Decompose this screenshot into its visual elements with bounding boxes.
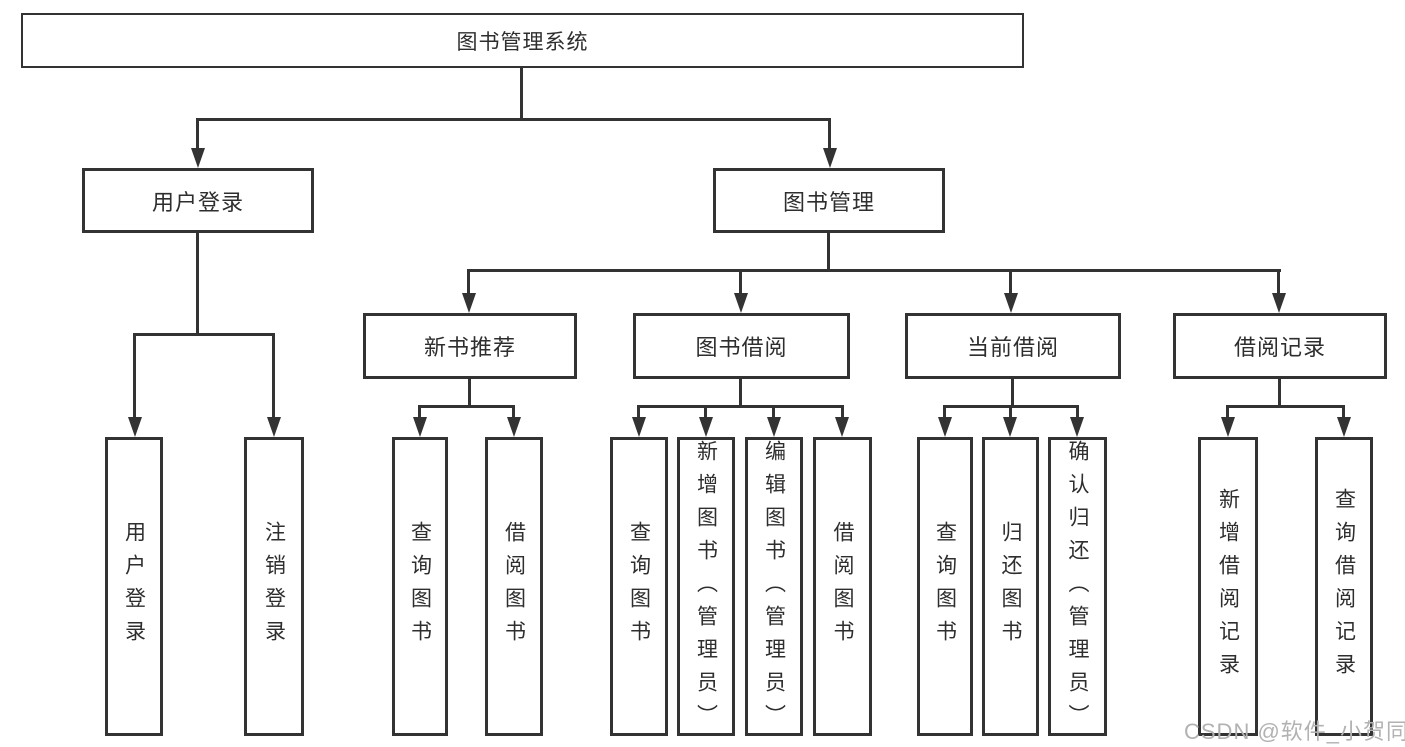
leaf-borrow-edit-books-admin-label: 编辑图书（管理员）	[762, 440, 786, 737]
arrowhead-icon	[835, 417, 849, 437]
leaf-newbook-query-books: 查询图书	[392, 437, 448, 736]
leaf-user-login: 用户登录	[105, 437, 163, 736]
leaf-borrow-borrow-books: 借阅图书	[813, 437, 872, 736]
arrowhead-icon	[1070, 417, 1084, 437]
connector-line	[772, 405, 775, 419]
leaf-borrow-query-books: 查询图书	[610, 437, 668, 736]
node-book-management-label: 图书管理	[782, 189, 875, 215]
connector-line	[418, 405, 421, 419]
leaf-current-return-books: 归还图书	[982, 437, 1039, 736]
leaf-borrow-edit-books-admin: 编辑图书（管理员）	[745, 437, 803, 737]
connector-line	[418, 405, 515, 408]
arrowhead-icon	[1221, 417, 1235, 437]
leaf-newbook-borrow-books: 借阅图书	[485, 437, 543, 736]
connector-line	[520, 68, 523, 118]
leaf-current-confirm-return-admin-label: 确认归还（管理员）	[1066, 440, 1089, 737]
arrowhead-icon	[823, 148, 837, 168]
connector-line	[637, 405, 640, 419]
arrowhead-icon	[1004, 293, 1018, 313]
leaf-borrow-query-books-label: 查询图书	[627, 520, 651, 653]
connector-line	[637, 405, 844, 408]
node-book-borrow-label: 图书借阅	[695, 335, 788, 360]
leaf-records-add-record-label: 新增借阅记录	[1216, 487, 1240, 686]
leaf-newbook-borrow-books-label: 借阅图书	[502, 520, 526, 653]
arrowhead-icon	[267, 417, 281, 437]
connector-line	[1278, 379, 1281, 408]
arrowhead-icon	[632, 417, 646, 437]
leaf-records-query-record-label: 查询借阅记录	[1332, 487, 1356, 686]
connector-line	[1011, 379, 1014, 408]
leaf-logout: 注销登录	[244, 437, 304, 736]
leaf-borrow-add-books-admin-label: 新增图书（管理员）	[694, 440, 718, 737]
leaf-user-login-label: 用户登录	[122, 520, 146, 653]
node-current-borrow: 当前借阅	[905, 313, 1121, 379]
connector-line	[467, 269, 470, 296]
connector-line	[1226, 405, 1345, 408]
arrowhead-icon	[938, 417, 952, 437]
node-user-login-label: 用户登录	[151, 189, 244, 215]
connector-line	[272, 333, 275, 419]
connector-line	[739, 379, 742, 408]
leaf-logout-label: 注销登录	[262, 520, 286, 653]
leaf-current-query-books-label: 查询图书	[933, 520, 957, 653]
leaf-records-query-record: 查询借阅记录	[1315, 437, 1373, 736]
leaf-current-query-books: 查询图书	[917, 437, 973, 736]
node-borrow-records-label: 借阅记录	[1233, 335, 1326, 360]
leaf-borrow-borrow-books-label: 借阅图书	[831, 520, 854, 653]
arrowhead-icon	[699, 417, 713, 437]
connector-line	[196, 118, 831, 121]
arrowhead-icon	[191, 148, 205, 168]
node-user-login: 用户登录	[82, 168, 314, 233]
arrowhead-icon	[1003, 417, 1017, 437]
connector-line	[1226, 405, 1229, 419]
leaf-current-confirm-return-admin: 确认归还（管理员）	[1048, 437, 1107, 737]
arrowhead-icon	[507, 417, 521, 437]
arrowhead-icon	[1272, 293, 1286, 313]
node-new-book-recommend: 新书推荐	[363, 313, 577, 379]
arrowhead-icon	[128, 417, 142, 437]
connector-line	[1009, 269, 1012, 296]
node-current-borrow-label: 当前借阅	[966, 335, 1059, 360]
connector-line	[1277, 269, 1280, 296]
connector-line	[828, 118, 831, 151]
node-new-book-recommend-label: 新书推荐	[423, 335, 516, 360]
connector-line	[1076, 405, 1079, 419]
connector-line	[133, 333, 136, 419]
connector-line	[133, 333, 275, 336]
leaf-records-add-record: 新增借阅记录	[1198, 437, 1258, 736]
connector-line	[943, 405, 946, 419]
connector-line	[704, 405, 707, 419]
connector-line	[827, 233, 830, 272]
node-book-management: 图书管理	[713, 168, 945, 233]
arrowhead-icon	[413, 417, 427, 437]
connector-line	[1009, 405, 1012, 419]
connector-line	[467, 269, 1281, 272]
arrowhead-icon	[734, 293, 748, 313]
connector-line	[841, 405, 844, 419]
leaf-current-return-books-label: 归还图书	[999, 520, 1022, 653]
connector-line	[468, 379, 471, 408]
connector-line	[512, 405, 515, 419]
arrowhead-icon	[462, 293, 476, 313]
connector-line	[196, 118, 199, 151]
node-borrow-records: 借阅记录	[1173, 313, 1387, 379]
connector-line	[196, 233, 199, 335]
connector-line	[1342, 405, 1345, 419]
leaf-borrow-add-books-admin: 新增图书（管理员）	[677, 437, 735, 737]
connector-line	[739, 269, 742, 296]
csdn-watermark: CSDN @软件_小贺同学	[1184, 719, 1405, 744]
leaf-newbook-query-books-label: 查询图书	[408, 520, 432, 653]
arrowhead-icon	[767, 417, 781, 437]
arrowhead-icon	[1337, 417, 1351, 437]
node-book-borrow: 图书借阅	[633, 313, 850, 379]
node-root: 图书管理系统	[21, 13, 1024, 68]
node-root-label: 图书管理系统	[456, 30, 589, 54]
